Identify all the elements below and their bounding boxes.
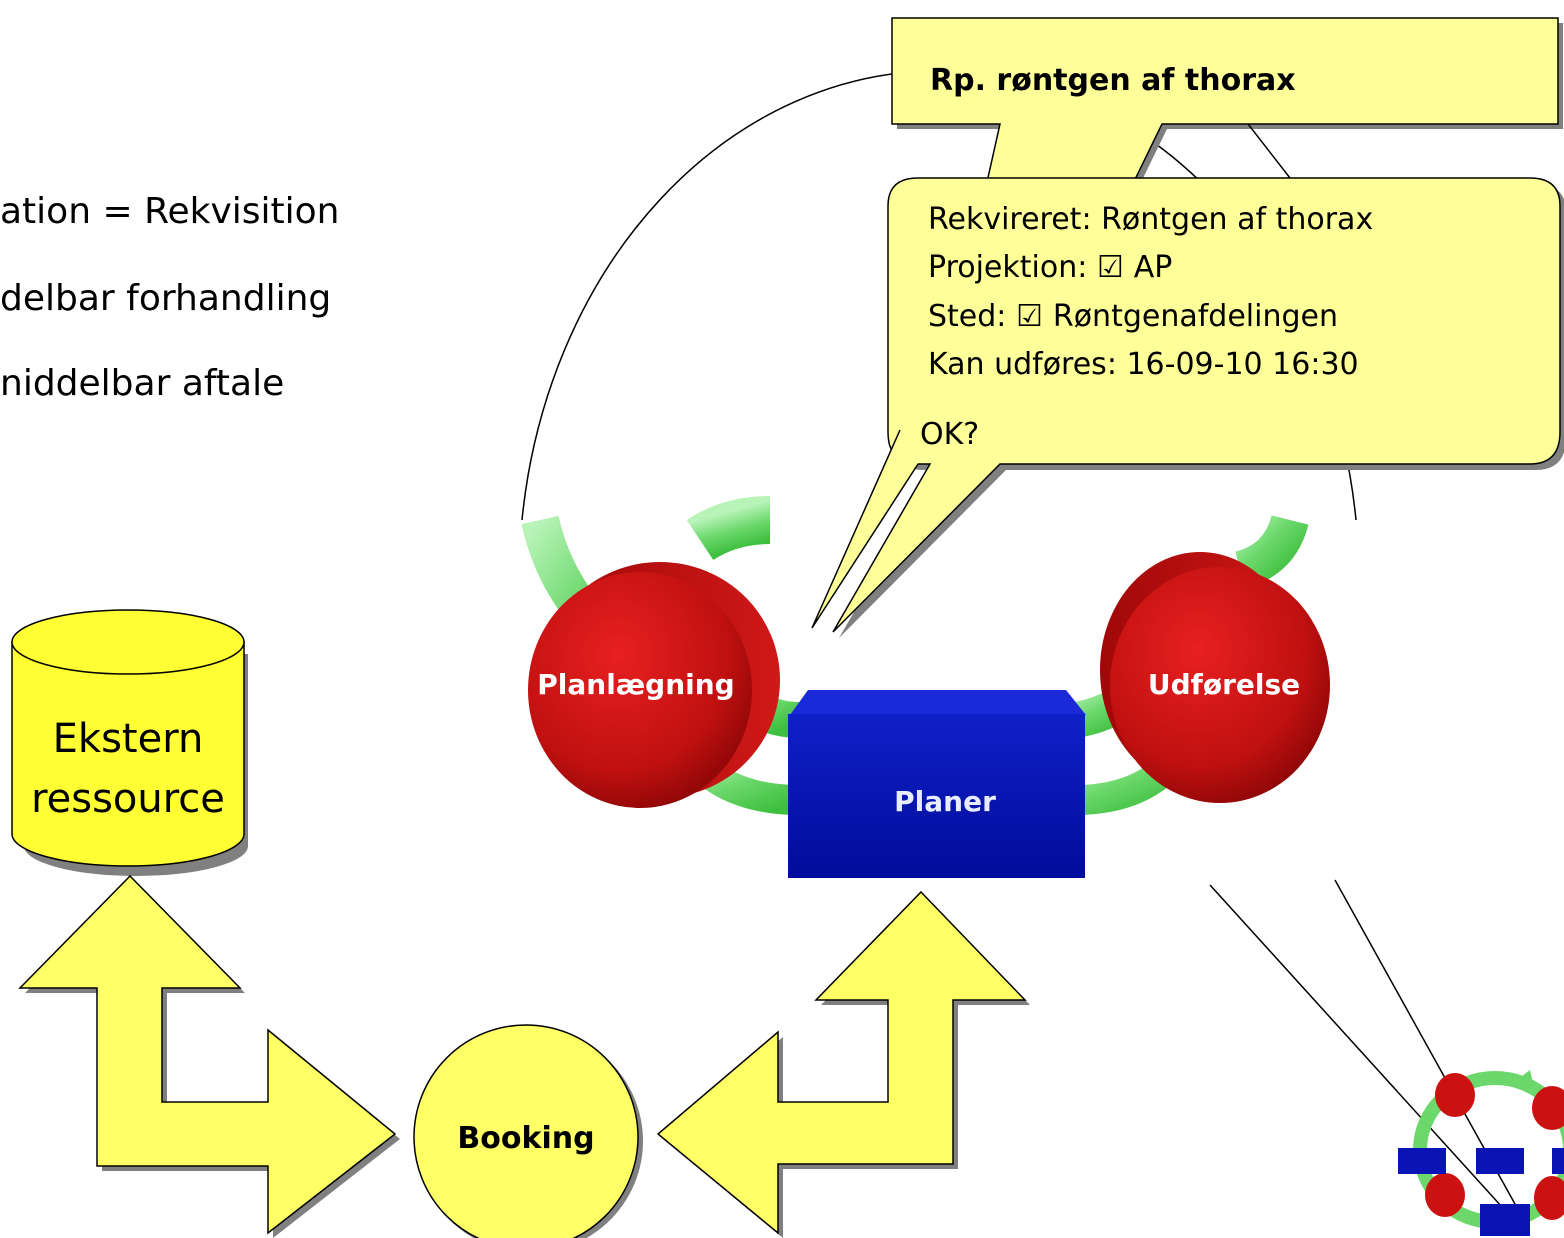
cycle-logo-icon — [1398, 1070, 1564, 1236]
plans-label: Planer — [894, 785, 996, 818]
projection-value: AP — [1134, 250, 1173, 285]
booking-plans-arrow — [656, 890, 1030, 1238]
bullet-text-1: ation = Rekvisition — [0, 191, 340, 232]
execution-node: Udførelse — [1100, 552, 1330, 803]
resource-label-1: Ekstern — [53, 716, 204, 762]
location-prefix: Sted: — [928, 299, 1016, 334]
projection-line: Projektion: ☑ AP — [928, 250, 1172, 285]
location-checkbox-icon: ☑ — [1016, 299, 1043, 334]
callout-top-connector — [1247, 123, 1291, 179]
callout-top: Rp. røntgen af thorax — [891, 17, 1563, 205]
plans-box: Planer — [788, 690, 1086, 878]
confirm-question: OK? — [920, 417, 979, 452]
resource-label-2: ressource — [31, 776, 225, 822]
bullet-text-2: delbar forhandling — [0, 278, 332, 319]
booking-node: Booking — [413, 1024, 643, 1238]
resource-booking-arrow — [18, 874, 400, 1238]
callout-top-text: Rp. røntgen af thorax — [930, 63, 1296, 98]
booking-label: Booking — [457, 1121, 594, 1156]
projection-prefix: Projektion: — [928, 250, 1097, 285]
zoom-line-left — [1209, 884, 1513, 1219]
bullet-text-3: niddelbar aftale — [0, 363, 285, 404]
planning-label: Planlægning — [537, 668, 734, 701]
execution-label: Udførelse — [1148, 668, 1300, 701]
location-value: Røntgenafdelingen — [1053, 299, 1338, 334]
projection-checkbox-icon: ☑ — [1097, 250, 1124, 285]
location-line: Sted: ☑ Røntgenafdelingen — [928, 299, 1338, 334]
planning-node: Planlægning — [528, 562, 780, 808]
callout-main: Rekvireret: Røntgen af thorax Projektion… — [811, 177, 1564, 638]
external-resource-cylinder: Ekstern ressource — [11, 609, 248, 876]
requested-line: Rekvireret: Røntgen af thorax — [928, 202, 1373, 237]
available-time-line: Kan udføres: 16-09-10 16:30 — [928, 347, 1359, 382]
